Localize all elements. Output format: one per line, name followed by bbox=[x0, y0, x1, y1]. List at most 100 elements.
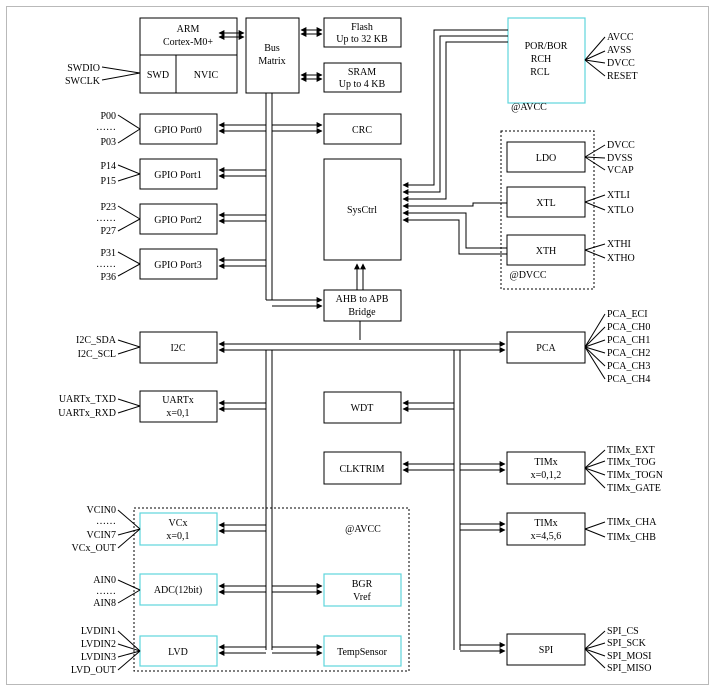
pin-p03: P03 bbox=[100, 137, 116, 148]
bridge-label-1: AHB to APB bbox=[336, 294, 389, 305]
pin-avcc: AVCC bbox=[607, 32, 634, 43]
flash-label-1: Flash bbox=[351, 22, 373, 33]
crc-box bbox=[323, 113, 402, 145]
pin-timx-gate: TIMx_GATE bbox=[607, 483, 661, 494]
timx-456-label-2: x=4,5,6 bbox=[531, 531, 562, 542]
pin-timx-ext: TIMx_EXT bbox=[607, 445, 655, 456]
pin-spi-mosi: SPI_MOSI bbox=[607, 651, 651, 662]
gpio-port0-label: GPIO Port0 bbox=[154, 125, 202, 136]
pin-pca-eci: PCA_ECI bbox=[607, 309, 648, 320]
lvd-label: LVD bbox=[168, 647, 188, 658]
adc-label: ADC(12bit) bbox=[154, 585, 202, 596]
bus-matrix-label-1: Bus bbox=[264, 43, 280, 54]
sysctrl-box bbox=[323, 158, 402, 261]
pin-timx-tog: TIMx_TOG bbox=[607, 457, 656, 468]
pin-xtlo: XTLO bbox=[607, 205, 634, 216]
pca-label: PCA bbox=[536, 343, 556, 354]
pin-i2c-sda: I2C_SDA bbox=[76, 335, 117, 346]
spi-label: SPI bbox=[539, 645, 553, 656]
timx-012-label-2: x=0,1,2 bbox=[531, 470, 562, 481]
crc-label: CRC bbox=[352, 125, 372, 136]
uartx-label-1: UARTx bbox=[162, 395, 194, 406]
pin-vcin7: VCIN7 bbox=[87, 530, 116, 541]
bgr-box bbox=[323, 573, 402, 607]
pin-i2c-scl: I2C_SCL bbox=[78, 349, 116, 360]
bridge-label-2: Bridge bbox=[348, 307, 376, 318]
pin-port3-ellipsis: …… bbox=[96, 259, 116, 270]
pin-p15: P15 bbox=[100, 176, 116, 187]
tempsensor-box bbox=[323, 635, 402, 667]
sram-label-1: SRAM bbox=[348, 67, 376, 78]
pin-lvdin2: LVDIN2 bbox=[81, 639, 116, 650]
sram-box bbox=[323, 62, 402, 93]
dvcc-domain-outline bbox=[500, 130, 595, 290]
pin-dvss: DVSS bbox=[607, 153, 633, 164]
tempsensor-label: TempSensor bbox=[337, 647, 388, 658]
avcc-label-analog: @AVCC bbox=[345, 524, 381, 535]
pin-spi-sck: SPI_SCK bbox=[607, 638, 647, 649]
pin-pca-ch1: PCA_CH1 bbox=[607, 335, 650, 346]
sram-label-2: Up to 4 KB bbox=[339, 79, 386, 90]
pin-adc-ellipsis: …… bbox=[96, 586, 116, 597]
timx-012-label-1: TIMx bbox=[534, 457, 557, 468]
pin-vc-ellipsis: …… bbox=[96, 516, 116, 527]
pin-xthi: XTHI bbox=[607, 239, 631, 250]
pin-reset: RESET bbox=[607, 71, 638, 82]
xth-label: XTH bbox=[536, 246, 557, 257]
por-bor-label-1: POR/BOR bbox=[525, 41, 568, 52]
pin-uart-rxd: UARTx_RXD bbox=[58, 408, 116, 419]
pin-xtli: XTLI bbox=[607, 190, 630, 201]
pin-xtho: XTHO bbox=[607, 253, 635, 264]
avcc-label-top: @AVCC bbox=[511, 102, 547, 113]
pin-p00: P00 bbox=[100, 111, 116, 122]
clktrim-label: CLKTRIM bbox=[340, 464, 385, 475]
pin-p31: P31 bbox=[100, 248, 116, 259]
sysctrl-label: SysCtrl bbox=[347, 205, 377, 216]
i2c-label: I2C bbox=[171, 343, 186, 354]
pin-port2-ellipsis: …… bbox=[96, 213, 116, 224]
flash-box bbox=[323, 17, 402, 48]
pin-pca-ch4: PCA_CH4 bbox=[607, 374, 650, 385]
uartx-label-2: x=0,1 bbox=[166, 408, 189, 419]
bus-matrix-label-2: Matrix bbox=[258, 56, 285, 67]
wdt-label: WDT bbox=[351, 403, 374, 414]
xtl-label: XTL bbox=[536, 198, 555, 209]
pin-pca-ch0: PCA_CH0 bbox=[607, 322, 650, 333]
wdt-box bbox=[323, 391, 402, 424]
pin-uart-txd: UARTx_TXD bbox=[59, 394, 116, 405]
pin-swdio: SWDIO bbox=[67, 63, 100, 74]
bgr-label-2: Vref bbox=[353, 592, 371, 603]
vcx-label-2: x=0,1 bbox=[166, 531, 189, 542]
pin-ain8: AIN8 bbox=[93, 598, 116, 609]
nvic-label: NVIC bbox=[194, 70, 219, 81]
flash-label-2: Up to 32 KB bbox=[336, 34, 388, 45]
pin-swclk: SWCLK bbox=[65, 76, 101, 87]
swd-label: SWD bbox=[147, 70, 169, 81]
pin-p27: P27 bbox=[100, 226, 116, 237]
pin-pca-ch2: PCA_CH2 bbox=[607, 348, 650, 359]
pin-timx-togn: TIMx_TOGN bbox=[607, 470, 663, 481]
pin-dvcc-top: DVCC bbox=[607, 58, 635, 69]
figure-frame bbox=[6, 6, 709, 685]
pin-vcap: VCAP bbox=[607, 165, 634, 176]
pin-p23: P23 bbox=[100, 202, 116, 213]
bgr-label-1: BGR bbox=[352, 579, 373, 590]
por-bor-label-3: RCL bbox=[530, 67, 549, 78]
ldo-label: LDO bbox=[536, 153, 557, 164]
timx-456-label-1: TIMx bbox=[534, 518, 557, 529]
pin-lvdin1: LVDIN1 bbox=[81, 626, 116, 637]
dvcc-label: @DVCC bbox=[510, 270, 547, 281]
pin-ain0: AIN0 bbox=[93, 575, 116, 586]
pin-spi-cs: SPI_CS bbox=[607, 626, 639, 637]
cpu-core-label-2: Cortex-M0+ bbox=[163, 37, 213, 48]
clktrim-box bbox=[323, 451, 402, 485]
pin-pca-ch3: PCA_CH3 bbox=[607, 361, 650, 372]
pin-port0-ellipsis: …… bbox=[96, 122, 116, 133]
pin-ldo-dvcc: DVCC bbox=[607, 140, 635, 151]
pin-spi-miso: SPI_MISO bbox=[607, 663, 651, 674]
gpio-port3-label: GPIO Port3 bbox=[154, 260, 202, 271]
pin-lvd-out: LVD_OUT bbox=[71, 665, 116, 676]
pin-avss: AVSS bbox=[607, 45, 631, 56]
pin-p36: P36 bbox=[100, 272, 116, 283]
